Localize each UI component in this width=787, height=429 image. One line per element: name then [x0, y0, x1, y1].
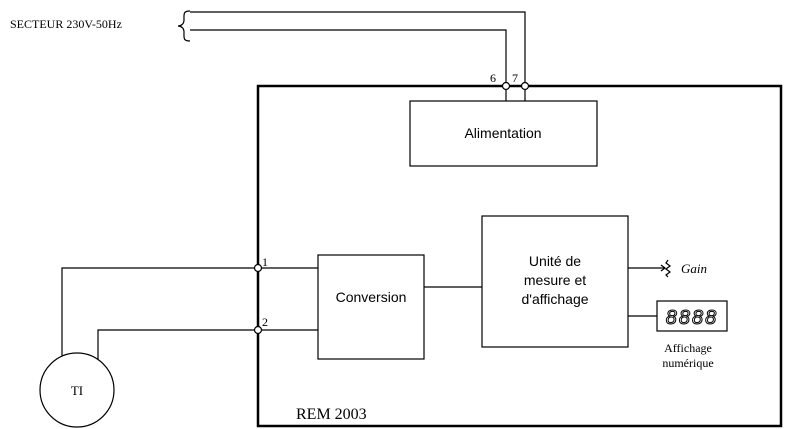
- alimentation-label: Alimentation: [464, 125, 541, 141]
- conversion-label: Conversion: [336, 289, 407, 305]
- unit-label-line-1: Unité de: [529, 253, 581, 269]
- mains-wire-top: [190, 11, 526, 86]
- mains-wire-bottom: [190, 29, 507, 86]
- terminal-1-label: 1: [262, 255, 268, 269]
- terminal-2-label: 2: [262, 315, 268, 329]
- transformer-label: TI: [71, 383, 83, 398]
- terminal-2: [253, 325, 263, 335]
- wire-ti-to-terminal-2: [97, 329, 258, 372]
- measurement-display-unit-block: [481, 215, 629, 348]
- terminal-6: [501, 81, 511, 91]
- conversion-block: [317, 254, 425, 360]
- unit-label-line-3: d'affichage: [521, 291, 588, 307]
- supply-label: SECTEUR 230V-50Hz: [10, 17, 122, 31]
- terminal-7: [520, 81, 530, 91]
- display-caption-line-1: Affichage: [664, 341, 712, 355]
- potentiometer-icon: [660, 259, 671, 278]
- unit-label-line-2: mesure et: [524, 272, 586, 288]
- current-transformer: [39, 352, 115, 428]
- brace-icon: [177, 10, 191, 42]
- display-caption-line-2: numérique: [662, 356, 713, 370]
- display-digits: 8888: [666, 307, 719, 329]
- device-enclosure: [256, 84, 783, 428]
- seven-segment-display-icon: [656, 300, 728, 332]
- alimentation-block: [409, 100, 598, 167]
- device-name: REM 2003: [296, 406, 367, 423]
- wire-ti-to-terminal-1: [61, 267, 258, 372]
- terminal-7-label: 7: [512, 71, 518, 85]
- terminal-6-label: 6: [490, 71, 496, 85]
- terminal-1: [253, 263, 263, 273]
- gain-label: Gain: [681, 261, 707, 276]
